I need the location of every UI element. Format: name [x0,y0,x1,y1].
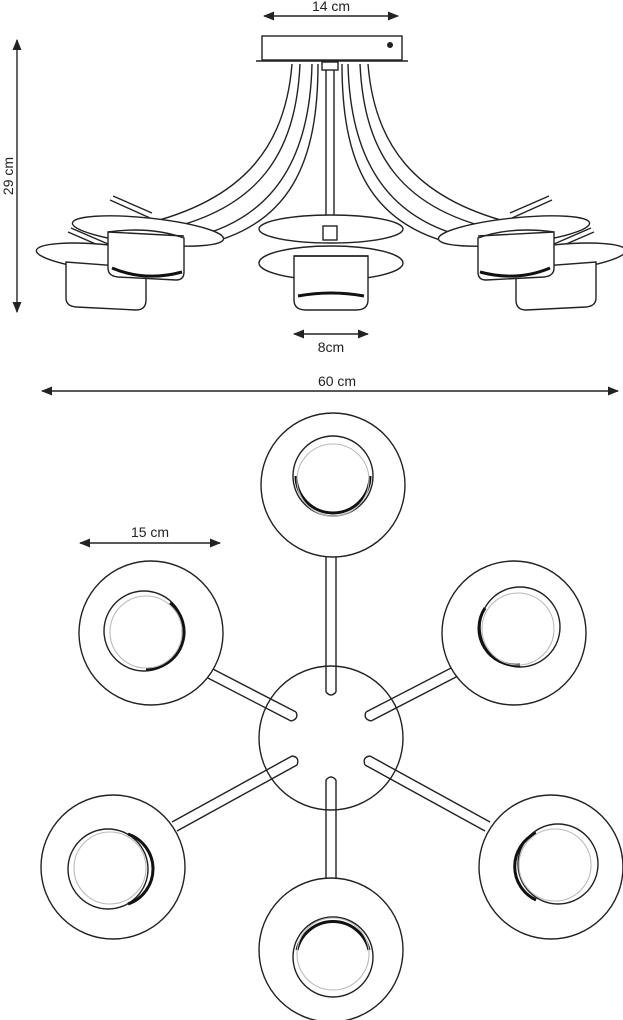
ceiling-canopy [256,35,408,62]
dimension-top-width-label: 14 cm [312,0,350,14]
top-lamp-upper-right [441,560,587,706]
dimension-height-label: 29 cm [0,157,16,195]
side-lamp-center: 8cm [258,214,404,355]
dimension-height: 29 cm [0,38,22,314]
dimension-shade-width: 8cm [292,329,370,355]
top-lamp-bottom [258,877,404,1020]
side-lamp-left [35,215,225,311]
dimension-disc-diameter: 15 cm [78,524,222,548]
top-lamp-lower-right [478,794,623,940]
top-lamp-top [260,412,406,558]
top-canopy [258,665,404,811]
dimension-total-diameter-label: 60 cm [318,373,356,389]
dimension-top-width: 14 cm [262,0,400,21]
top-lamp-upper-left [78,560,224,706]
side-view: 14 cm 29 cm [0,0,623,355]
dimension-disc-diameter-label: 15 cm [131,524,169,540]
side-lamp-right [437,215,623,311]
arms-top [171,556,491,882]
dimension-shade-width-label: 8cm [318,339,344,355]
dimension-total-diameter: 60 cm [40,373,620,396]
top-lamp-lower-left [40,794,186,940]
top-view: 60 cm 15 cm [40,373,623,1020]
